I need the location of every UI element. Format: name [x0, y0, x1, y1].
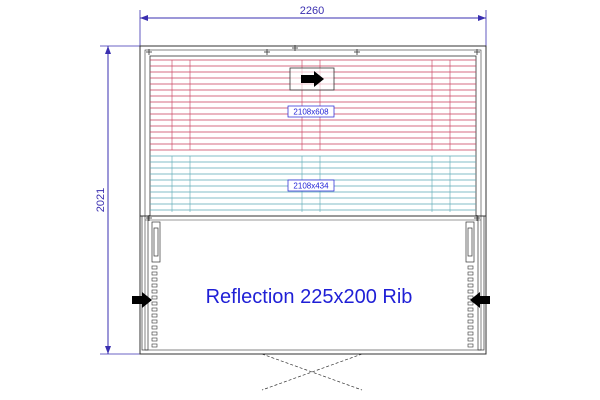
post-tick: [467, 283, 474, 288]
post-tick: [467, 301, 474, 306]
panel-upper-label-box: 2108x608: [287, 105, 335, 118]
post-tick: [151, 271, 158, 276]
opening-swing-icon: [261, 353, 363, 391]
arrow-right-icon: [301, 71, 324, 87]
arrow-left-icon-right-side: [470, 292, 490, 308]
post-tick: [467, 295, 474, 300]
post-tick: [151, 277, 158, 282]
height-dimension: [100, 45, 140, 355]
left-post: [141, 215, 161, 351]
post-tick: [467, 265, 474, 270]
post-tick: [467, 313, 474, 318]
panel-upper-label: 2108x608: [293, 108, 329, 117]
post-tick: [151, 295, 158, 300]
post-tick: [151, 325, 158, 330]
post-tick: [467, 331, 474, 336]
top-rail-markers: [146, 45, 480, 221]
post-tick: [467, 307, 474, 312]
post-tick: [467, 337, 474, 342]
drawing-title: Reflection 225x200 Rib: [206, 286, 413, 308]
post-tick: [151, 343, 158, 348]
width-dimension-label: 2260: [300, 5, 324, 17]
post-tick: [151, 307, 158, 312]
post-tick: [467, 343, 474, 348]
post-tick: [151, 265, 158, 270]
post-tick: [151, 319, 158, 324]
post-ticks: [151, 265, 474, 348]
height-dimension-label: 2021: [95, 188, 107, 212]
post-tick: [151, 301, 158, 306]
post-tick: [467, 289, 474, 294]
panel-lower-label: 2108x434: [293, 182, 329, 191]
post-tick: [467, 319, 474, 324]
width-dimension: [139, 10, 487, 50]
post-tick: [467, 325, 474, 330]
post-tick: [151, 313, 158, 318]
right-post: [465, 215, 485, 351]
post-tick: [151, 337, 158, 342]
arrow-right-icon-left-side: [132, 292, 152, 308]
post-tick: [151, 331, 158, 336]
post-tick: [467, 277, 474, 282]
post-tick: [151, 289, 158, 294]
post-tick: [151, 283, 158, 288]
panel-lower-label-box: 2108x434: [287, 179, 335, 192]
post-tick: [467, 271, 474, 276]
